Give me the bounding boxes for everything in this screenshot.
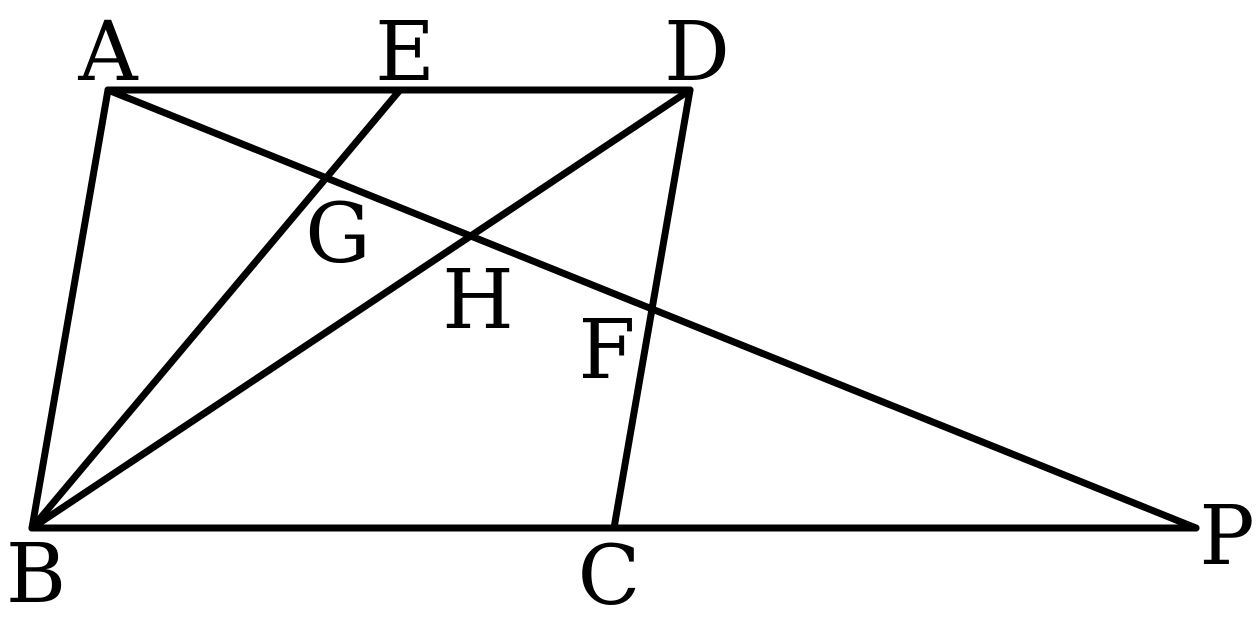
label-point-e: E: [375, 5, 435, 100]
label-point-b: B: [6, 527, 66, 622]
label-point-c: C: [578, 529, 641, 624]
label-point-f: F: [579, 303, 636, 398]
segment-ab: [28, 86, 112, 532]
labels-layer: A E D G H F B C P: [6, 5, 1255, 624]
label-point-d: D: [664, 5, 730, 100]
segment-bd: [28, 86, 694, 532]
label-point-h: H: [442, 253, 514, 348]
segment-ap: [104, 86, 1200, 532]
label-point-p: P: [1199, 489, 1254, 584]
segments-layer: [28, 86, 1200, 532]
label-point-a: A: [77, 5, 139, 100]
segment-be: [28, 86, 404, 532]
label-point-g: G: [305, 187, 371, 282]
